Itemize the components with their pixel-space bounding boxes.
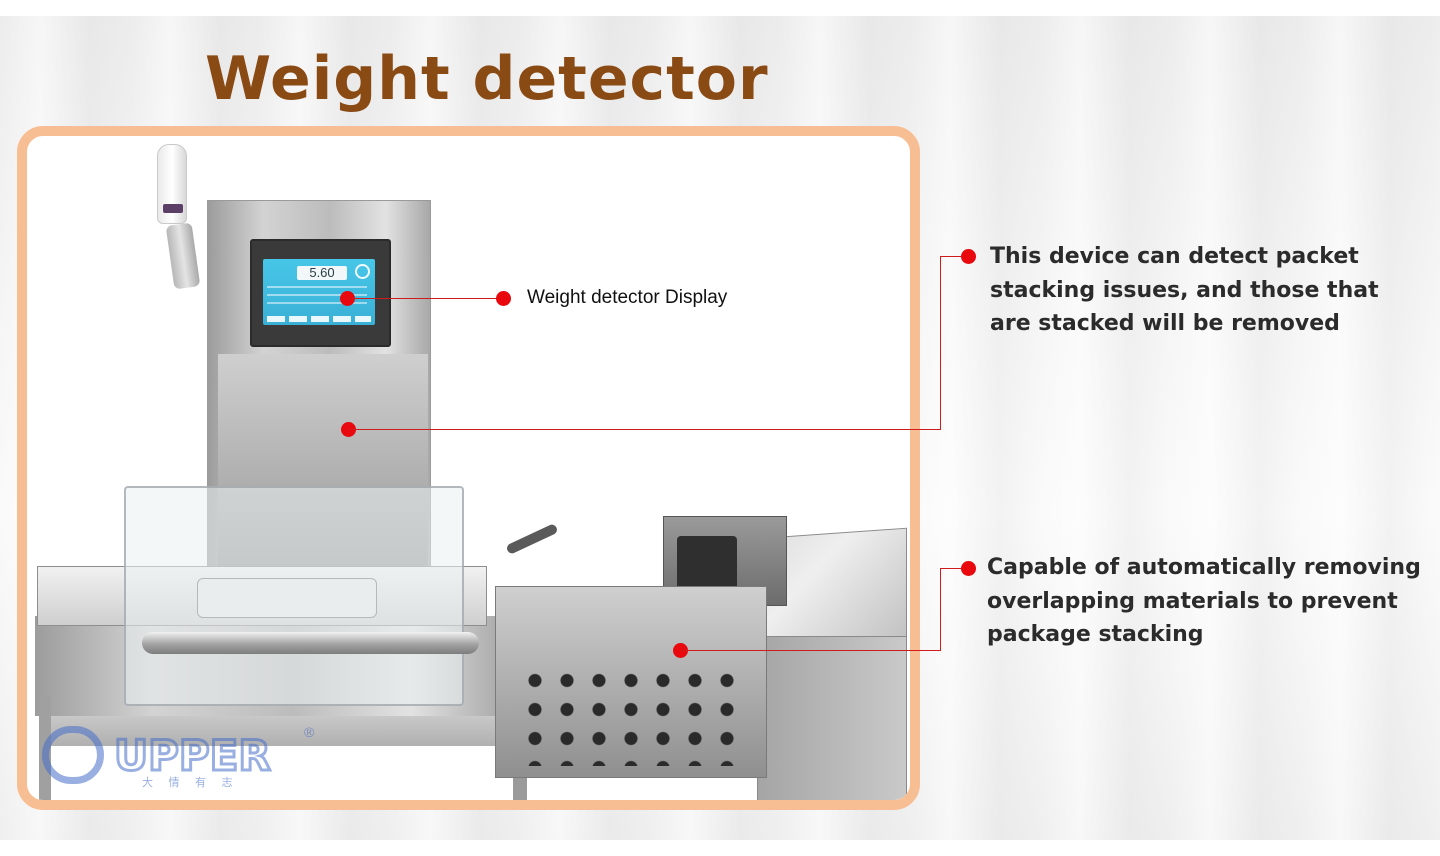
air-pipe (505, 523, 559, 555)
reject-cylinder (677, 536, 737, 591)
reject-unit-side (757, 636, 907, 800)
logo-registered-mark: ® (304, 724, 315, 740)
background-bottom-strip (0, 840, 1440, 856)
perforated-panel (519, 666, 739, 766)
machine-photo-frame: 5.60 (17, 126, 920, 810)
callout-label-display: Weight detector Display (527, 287, 728, 308)
screen-buttons (267, 316, 371, 322)
logo-wordmark: UPPER 大 情 有 志 (113, 730, 273, 790)
callout-dot-note1 (961, 249, 976, 264)
callout-line-display (348, 298, 504, 299)
logo-subtitle-text: 大 情 有 志 (142, 775, 239, 789)
acrylic-guard (124, 486, 464, 706)
callout-vline-column (940, 256, 941, 430)
guard-rail (142, 632, 479, 654)
callout-line-column (349, 429, 941, 430)
callout-dot-display-end (496, 291, 511, 306)
callout-dot-display-start (340, 291, 355, 306)
callout-dot-reject (673, 643, 688, 658)
logo-mark-icon (42, 726, 104, 784)
screen-weight-readout: 5.60 (297, 266, 347, 280)
callout-text-auto-remove: Capable of automatically removing overla… (987, 555, 1421, 647)
callout-dot-column (341, 422, 356, 437)
screen-status-icon (355, 264, 370, 279)
callout-vline-reject (940, 568, 941, 651)
signal-lamp-arm (165, 222, 201, 290)
page-title: Weight detector (205, 44, 769, 114)
callout-line-column-top (940, 256, 968, 257)
callout-line-reject (681, 650, 941, 651)
brand-logo: UPPER 大 情 有 志 ® (42, 718, 342, 798)
callout-text-stacking-detect: This device can detect packet stacking i… (990, 244, 1379, 336)
signal-lamp-tag (163, 204, 183, 213)
callout-line-reject-top (940, 568, 968, 569)
logo-brand-text: UPPER (114, 731, 271, 780)
callout-dot-note2 (961, 561, 976, 576)
